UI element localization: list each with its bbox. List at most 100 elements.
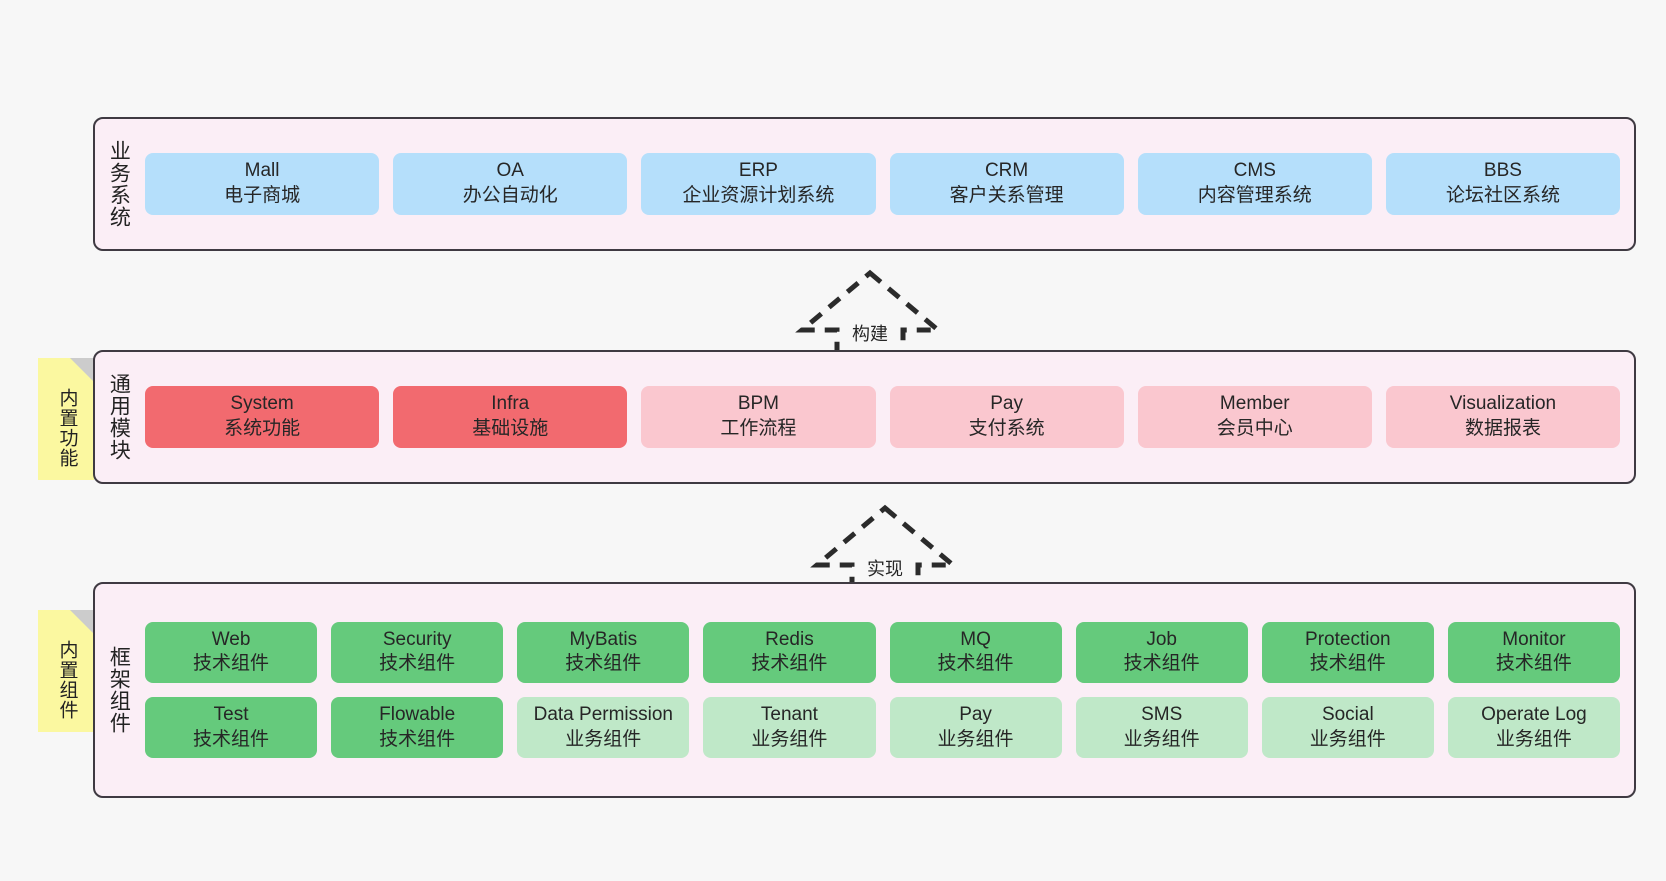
sticky-fold-corner-icon	[70, 610, 94, 634]
node-monitor-subtitle: 技术组件	[1495, 653, 1572, 675]
node-redis[interactable]: Redis 技术组件	[703, 621, 876, 683]
node-web-title: Web	[211, 628, 251, 650]
node-security-title: Security	[382, 628, 452, 650]
node-job-subtitle: 技术组件	[1123, 653, 1200, 675]
band-common-modules-body: System 系统功能 Infra 基础设施 BPM 工作流程 Pay 支付系统…	[141, 352, 1634, 482]
node-operate-log-title: Operate Log	[1481, 704, 1587, 725]
node-system-title: System	[230, 393, 294, 415]
node-mq-title: MQ	[960, 628, 991, 650]
node-social-subtitle: 业务组件	[1309, 728, 1386, 750]
node-pay-component-title: Pay	[959, 704, 992, 725]
node-mall[interactable]: Mall 电子商城	[145, 153, 380, 215]
node-monitor[interactable]: Monitor 技术组件	[1447, 621, 1620, 683]
node-bpm[interactable]: BPM 工作流程	[641, 386, 876, 448]
node-pay-module-subtitle: 支付系统	[968, 418, 1045, 439]
node-member-title: Member	[1219, 393, 1290, 415]
node-pay-component-subtitle: 业务组件	[937, 728, 1014, 750]
node-redis-title: Redis	[765, 628, 814, 650]
node-security-subtitle: 技术组件	[379, 653, 456, 675]
framework-tech-row: Web 技术组件 Security 技术组件 MyBatis 技术组件 Redi…	[145, 621, 1620, 683]
node-job-title: Job	[1146, 628, 1177, 650]
node-social-title: Social	[1321, 704, 1374, 725]
node-erp-subtitle: 企业资源计划系统	[682, 185, 835, 206]
node-protection-subtitle: 技术组件	[1309, 653, 1386, 675]
node-system-subtitle: 系统功能	[224, 418, 301, 439]
node-tenant-subtitle: 业务组件	[751, 728, 828, 750]
node-erp[interactable]: ERP 企业资源计划系统	[641, 153, 876, 215]
node-oa-subtitle: 办公自动化	[462, 185, 558, 206]
node-mall-title: Mall	[244, 160, 280, 182]
node-oa[interactable]: OA 办公自动化	[393, 153, 628, 215]
node-mq-subtitle: 技术组件	[937, 653, 1014, 675]
node-bbs-subtitle: 论坛社区系统	[1445, 185, 1560, 206]
node-pay-module-title: Pay	[990, 393, 1023, 415]
node-protection[interactable]: Protection 技术组件	[1261, 621, 1434, 683]
band-business-system: 业务系统 Mall 电子商城 OA 办公自动化 ERP 企业资源计划系统 CRM	[93, 117, 1636, 251]
node-data-permission-subtitle: 业务组件	[565, 728, 642, 750]
band-framework-components: 框架组件 Web 技术组件 Security 技术组件 MyBatis 技术组件…	[93, 582, 1636, 798]
node-security[interactable]: Security 技术组件	[331, 621, 504, 683]
node-pay-component[interactable]: Pay 业务组件	[889, 697, 1062, 759]
business-node-row: Mall 电子商城 OA 办公自动化 ERP 企业资源计划系统 CRM 客户关系…	[145, 153, 1621, 215]
node-cms[interactable]: CMS 内容管理系统	[1137, 153, 1372, 215]
arrow-implement-shape	[810, 504, 960, 593]
node-sms[interactable]: SMS 业务组件	[1075, 697, 1248, 759]
node-member-subtitle: 会员中心	[1216, 418, 1293, 439]
node-tenant[interactable]: Tenant 业务组件	[703, 697, 876, 759]
band-framework-components-body: Web 技术组件 Security 技术组件 MyBatis 技术组件 Redi…	[141, 584, 1634, 796]
node-web[interactable]: Web 技术组件	[145, 621, 318, 683]
sticky-note-builtin-function: 内置功能	[38, 358, 94, 480]
node-bpm-title: BPM	[737, 393, 780, 415]
node-flowable[interactable]: Flowable 技术组件	[331, 697, 504, 759]
node-cms-subtitle: 内容管理系统	[1197, 185, 1312, 206]
node-flowable-subtitle: 技术组件	[379, 728, 456, 750]
node-member[interactable]: Member 会员中心	[1137, 386, 1372, 448]
node-web-subtitle: 技术组件	[193, 653, 270, 675]
arrow-build-shape	[795, 269, 945, 358]
node-operate-log-subtitle: 业务组件	[1495, 728, 1572, 750]
band-common-modules-title: 通用模块	[107, 373, 131, 461]
node-mall-subtitle: 电子商城	[224, 185, 301, 206]
node-cms-title: CMS	[1233, 160, 1276, 182]
node-data-permission-title: Data Permission	[533, 704, 673, 725]
node-test-title: Test	[213, 704, 249, 725]
node-visualization-subtitle: 数据报表	[1464, 418, 1541, 439]
node-crm-subtitle: 客户关系管理	[949, 185, 1064, 206]
sticky-note-builtin-component: 内置组件	[38, 610, 94, 732]
node-pay-module[interactable]: Pay 支付系统	[889, 386, 1124, 448]
node-mybatis-title: MyBatis	[569, 628, 638, 650]
node-operate-log[interactable]: Operate Log 业务组件	[1447, 697, 1620, 759]
sticky-fold-corner-icon	[70, 358, 94, 382]
node-crm-title: CRM	[984, 160, 1029, 182]
node-test-subtitle: 技术组件	[193, 728, 270, 750]
node-system[interactable]: System 系统功能	[145, 386, 380, 448]
band-business-system-body: Mall 电子商城 OA 办公自动化 ERP 企业资源计划系统 CRM 客户关系…	[141, 119, 1634, 249]
node-sms-title: SMS	[1141, 704, 1183, 725]
node-visualization[interactable]: Visualization 数据报表	[1385, 386, 1621, 448]
node-bbs[interactable]: BBS 论坛社区系统	[1385, 153, 1621, 215]
node-social[interactable]: Social 业务组件	[1261, 697, 1434, 759]
node-job[interactable]: Job 技术组件	[1075, 621, 1248, 683]
sticky-note-builtin-function-label: 内置功能	[56, 388, 78, 468]
node-bpm-subtitle: 工作流程	[720, 418, 797, 439]
node-data-permission[interactable]: Data Permission 业务组件	[517, 697, 690, 759]
node-oa-title: OA	[496, 160, 524, 182]
node-mybatis[interactable]: MyBatis 技术组件	[517, 621, 690, 683]
node-monitor-title: Monitor	[1502, 628, 1566, 650]
node-crm[interactable]: CRM 客户关系管理	[889, 153, 1124, 215]
node-mq[interactable]: MQ 技术组件	[889, 621, 1062, 683]
node-infra-title: Infra	[491, 393, 530, 415]
band-framework-components-title: 框架组件	[107, 646, 131, 734]
node-bbs-title: BBS	[1483, 160, 1522, 182]
node-tenant-title: Tenant	[760, 704, 818, 725]
band-common-modules: 通用模块 System 系统功能 Infra 基础设施 BPM 工作流程 Pay	[93, 350, 1636, 484]
node-redis-subtitle: 技术组件	[751, 653, 828, 675]
module-node-row: System 系统功能 Infra 基础设施 BPM 工作流程 Pay 支付系统…	[145, 386, 1621, 448]
node-infra[interactable]: Infra 基础设施	[393, 386, 628, 448]
arrow-build: 构建	[795, 268, 945, 358]
node-test[interactable]: Test 技术组件	[145, 697, 318, 759]
framework-business-row: Test 技术组件 Flowable 技术组件 Data Permission …	[145, 697, 1620, 759]
band-business-system-title: 业务系统	[107, 140, 131, 228]
node-flowable-title: Flowable	[379, 704, 456, 725]
